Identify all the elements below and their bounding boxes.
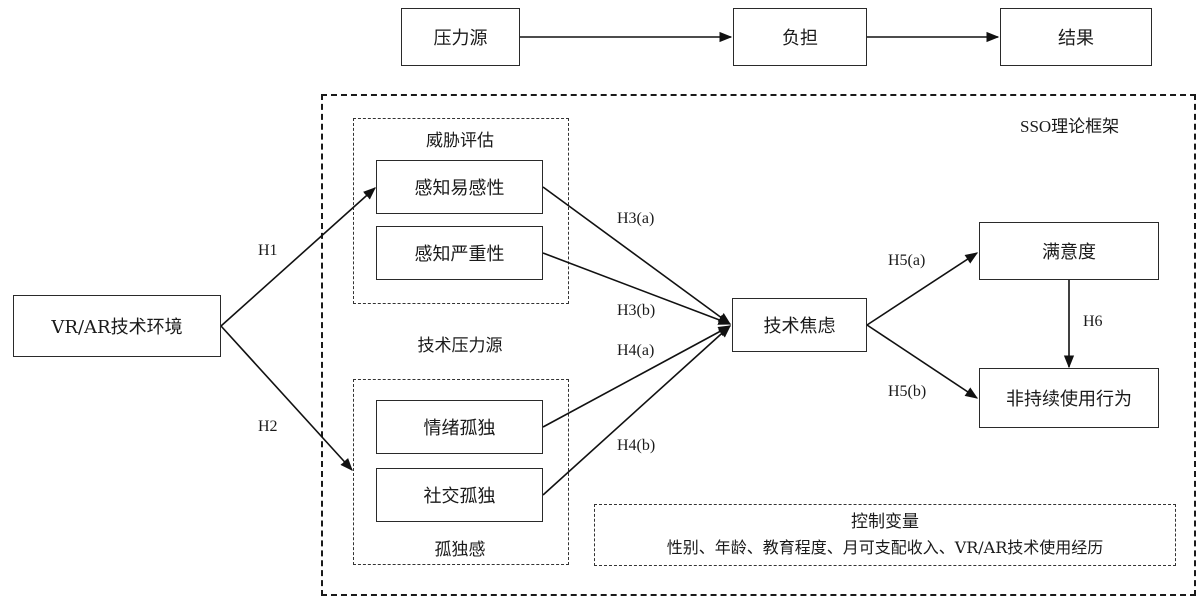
stressor-label: 压力源 [433, 28, 488, 49]
vr-ar-environment-label: VR/AR技术环境 [51, 317, 183, 338]
vr-ar-environment-box: VR/AR技术环境 [13, 295, 221, 357]
discontinuance-label: 非持续使用行为 [1006, 389, 1132, 410]
hypothesis-h3a-label: H3(a) [617, 210, 655, 227]
social-loneliness-box: 社交孤独 [376, 468, 543, 522]
burden-box: 负担 [733, 8, 867, 66]
arrow-h1 [220, 187, 376, 327]
control-variables-title: 控制变量 [851, 512, 919, 532]
threat-appraisal-label: 威胁评估 [426, 131, 494, 151]
loneliness-label: 孤独感 [434, 540, 486, 560]
burden-label: 负担 [782, 28, 818, 49]
framework-title: SSO理论框架 [1020, 117, 1120, 136]
hypothesis-h5b-label: H5(b) [888, 383, 927, 400]
social-loneliness-label: 社交孤独 [423, 486, 496, 507]
arrow-h4b [542, 325, 731, 496]
sso-framework-border [321, 94, 1196, 596]
tech-stressors-label: 技术压力源 [417, 336, 503, 356]
threat-appraisal-group [353, 118, 569, 304]
outcome-label: 结果 [1058, 28, 1094, 49]
stressor-box: 压力源 [401, 8, 520, 66]
hypothesis-h6-label: H6 [1083, 313, 1103, 330]
satisfaction-box: 满意度 [979, 222, 1159, 280]
emotional-loneliness-box: 情绪孤独 [376, 400, 543, 454]
satisfaction-label: 满意度 [1042, 242, 1096, 263]
perceived-severity-box: 感知严重性 [376, 226, 543, 280]
control-variables-list: 性别、年龄、教育程度、月可支配收入、VR/AR技术使用经历 [666, 538, 1104, 557]
hypothesis-h1-label: H1 [258, 242, 278, 259]
hypothesis-h3b-label: H3(b) [617, 302, 656, 319]
emotional-loneliness-label: 情绪孤独 [423, 418, 496, 439]
control-variables-box: 控制变量 性别、年龄、教育程度、月可支配收入、VR/AR技术使用经历 [594, 504, 1176, 566]
outcome-box: 结果 [1000, 8, 1152, 66]
arrow-h3b [542, 252, 732, 325]
hypothesis-h4b-label: H4(b) [617, 437, 656, 454]
perceived-susceptibility-box: 感知易感性 [376, 160, 543, 214]
arrow-h5b [866, 324, 979, 399]
tech-anxiety-label: 技术焦虑 [763, 316, 836, 337]
hypothesis-h4a-label: H4(a) [617, 342, 655, 359]
arrow-h3a [542, 186, 732, 325]
hypothesis-h5a-label: H5(a) [888, 252, 926, 269]
hypothesis-h2-label: H2 [258, 418, 278, 435]
arrow-h4a [542, 325, 732, 428]
arrow-h2 [220, 325, 353, 471]
perceived-susceptibility-label: 感知易感性 [414, 178, 505, 199]
arrow-h5a [866, 252, 979, 326]
discontinuance-box: 非持续使用行为 [979, 368, 1159, 428]
perceived-severity-label: 感知严重性 [414, 244, 505, 265]
tech-anxiety-box: 技术焦虑 [732, 298, 867, 352]
